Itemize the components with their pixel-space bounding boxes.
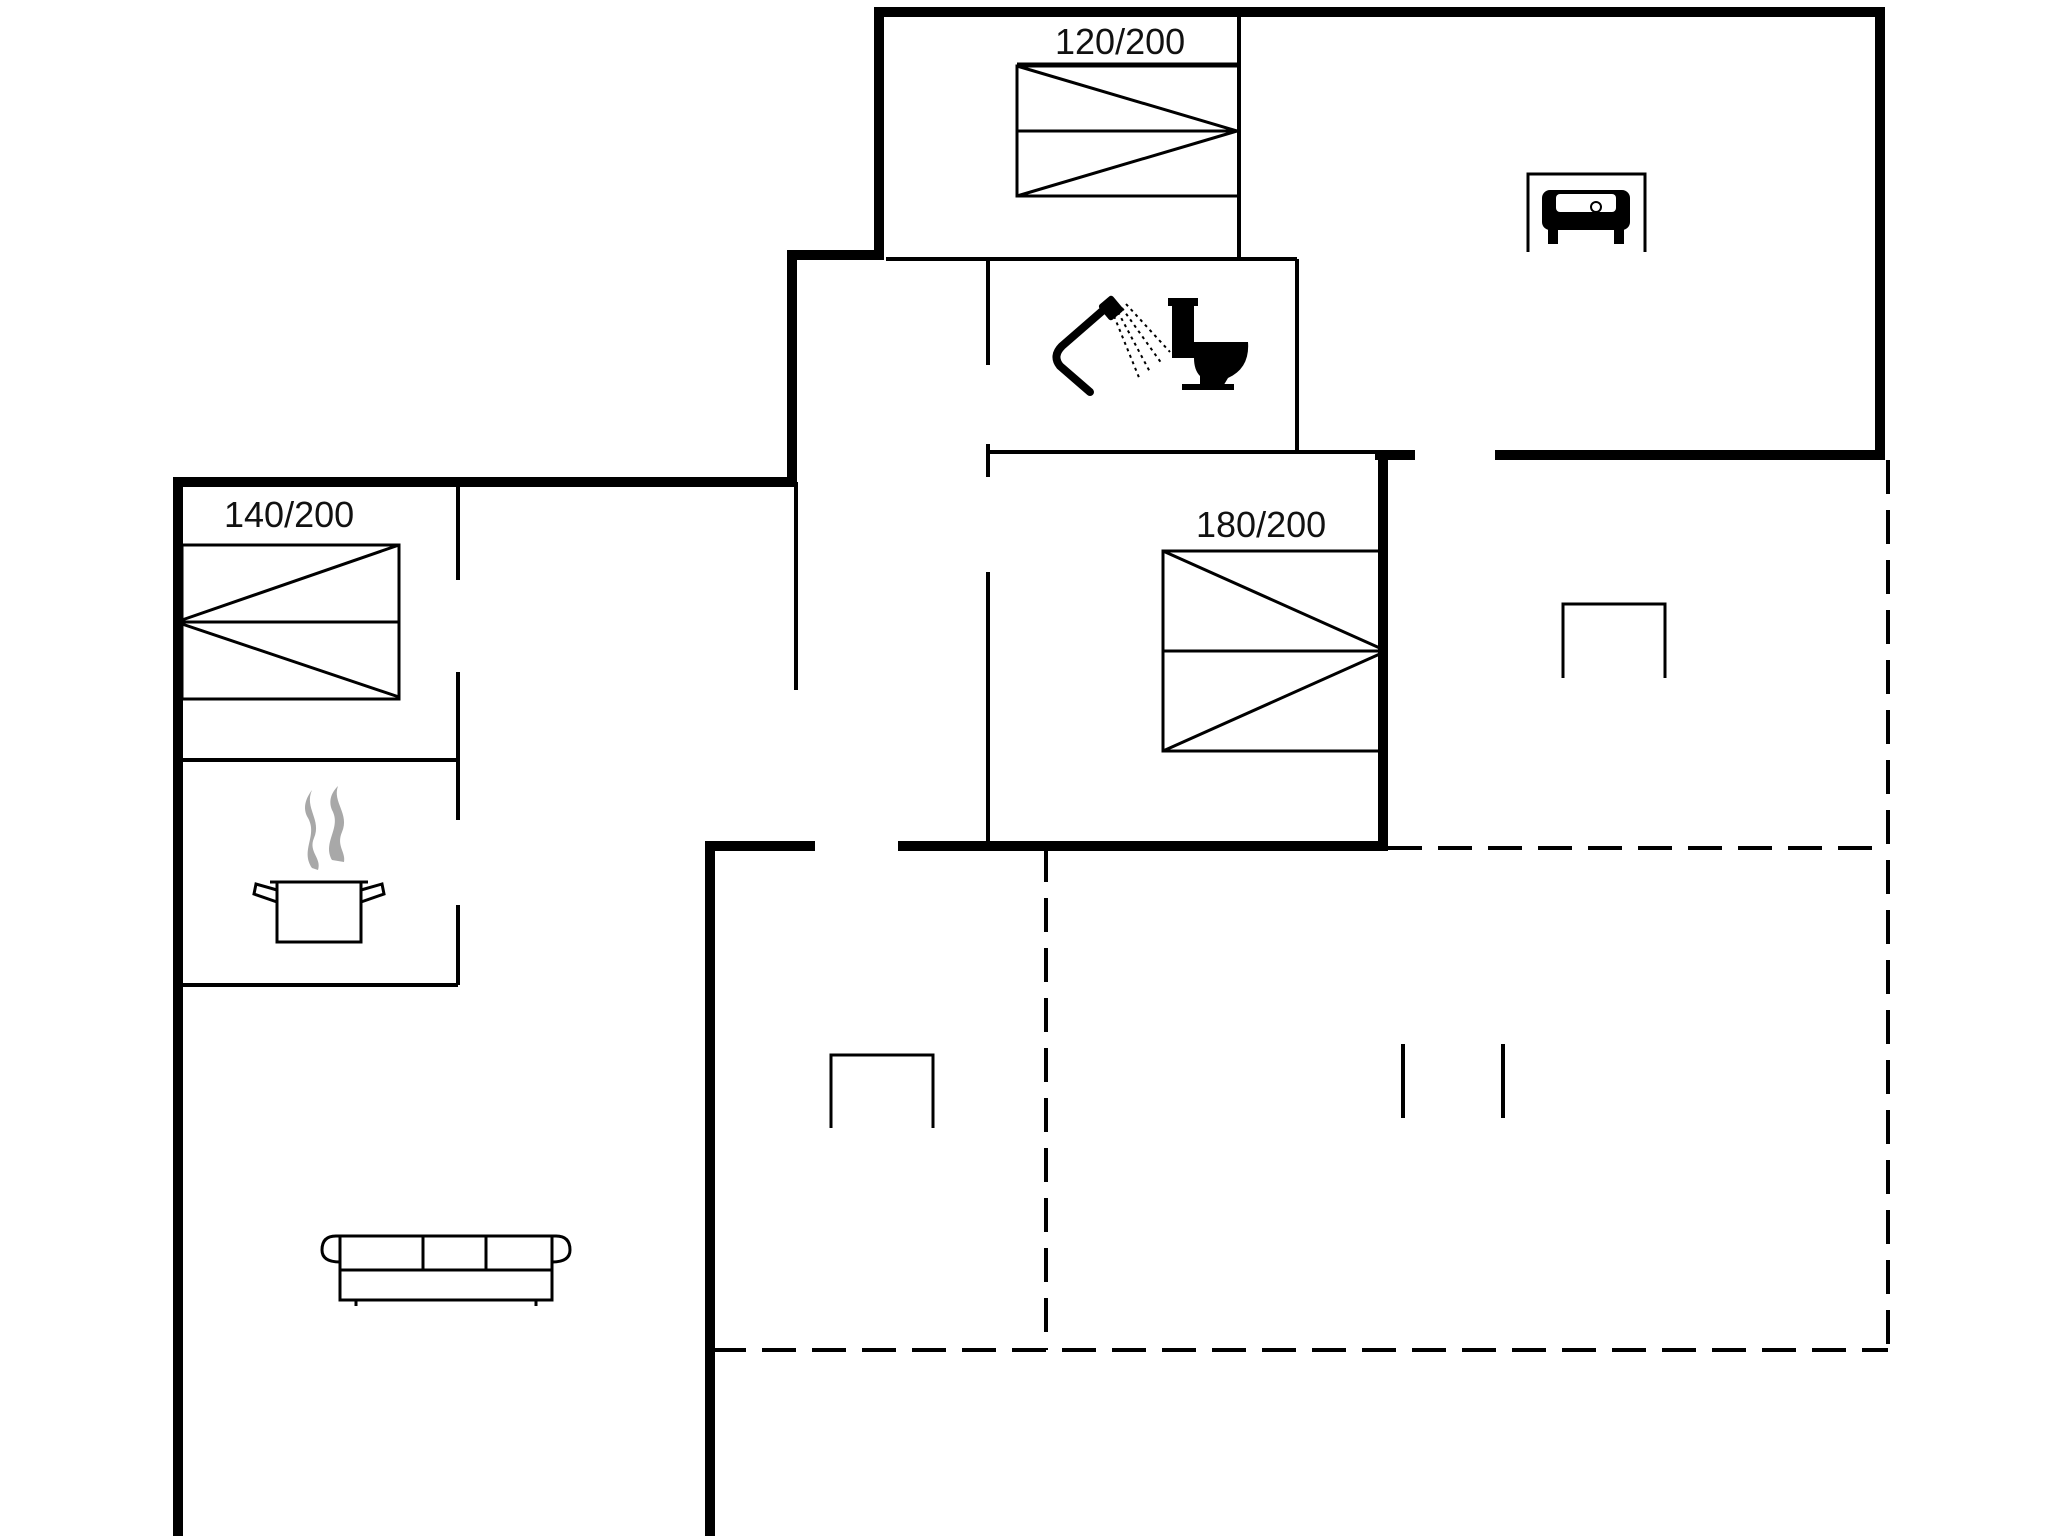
toilet-icon — [1168, 298, 1249, 390]
bed-size-label: 180/200 — [1196, 504, 1326, 545]
sofa-icon — [320, 1234, 572, 1306]
exterior-walls — [173, 7, 1885, 1536]
cooking-pot-icon — [252, 786, 386, 944]
bed-size-label: 120/200 — [1055, 21, 1185, 62]
terrace-table-icon — [1561, 602, 1667, 678]
bed-140-200 — [180, 543, 401, 701]
shower-icon — [1052, 295, 1171, 396]
interior-walls — [180, 12, 1383, 987]
bed-180-200 — [1161, 549, 1384, 753]
bed-120-200 — [1015, 62, 1241, 198]
terrace-table-icon — [829, 1053, 935, 1128]
terrace-chair-icon — [1401, 1044, 1505, 1118]
car-icon — [1526, 172, 1647, 252]
bed-size-label: 140/200 — [224, 494, 354, 535]
terrace-outline — [712, 460, 1890, 1352]
